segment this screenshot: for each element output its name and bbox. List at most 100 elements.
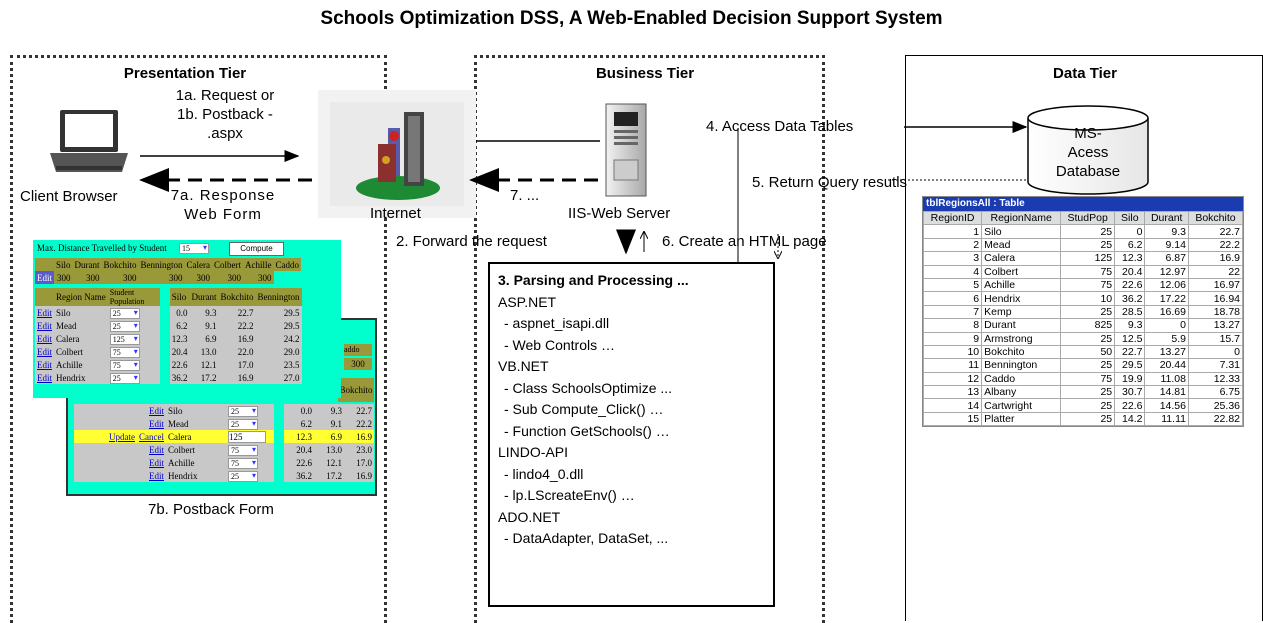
distance-value: 22.6 <box>171 359 188 370</box>
population-select[interactable]: 25 <box>109 372 140 384</box>
distance-value: 0.0 <box>300 405 312 416</box>
summary-value: 300 <box>57 272 71 283</box>
distance-value: 16.9 <box>356 431 372 442</box>
population-select[interactable]: 125 <box>109 333 140 345</box>
column-header: RegionName <box>981 210 1062 226</box>
header-school: Bennington <box>257 292 300 302</box>
population-select[interactable]: 25 <box>109 307 140 319</box>
row-gap <box>274 443 284 456</box>
distance-value: 23.0 <box>356 444 372 455</box>
population-select[interactable]: 25 <box>228 470 258 482</box>
population-value: 25 <box>112 321 121 331</box>
region-name: Colbert <box>56 346 83 357</box>
max-distance-select[interactable]: 15 <box>179 243 209 254</box>
summary-header: Durant <box>74 259 100 270</box>
cancel-link[interactable]: Cancel <box>139 431 164 442</box>
population-select[interactable]: 25 <box>109 320 140 332</box>
table-cell: 12.33 <box>1187 371 1244 387</box>
max-distance-value: 15 <box>182 244 190 253</box>
region-name: Silo <box>168 405 183 416</box>
population-select[interactable]: 25 <box>228 418 258 430</box>
table-row: EditAchille7522.612.117.0 <box>74 456 374 469</box>
distance-value: 20.4 <box>296 444 312 455</box>
presentation-tier-box <box>10 55 387 623</box>
internet-icon <box>318 90 476 218</box>
client-computer-icon <box>50 110 128 172</box>
distance-value: 24.2 <box>283 333 300 344</box>
summary-header: Bokchito <box>103 259 137 270</box>
processing-heading: ADO.NET <box>498 508 561 525</box>
distance-value: 6.9 <box>205 333 217 344</box>
distance-value: 9.1 <box>330 418 342 429</box>
edit-link[interactable]: Edit <box>37 372 52 383</box>
distance-value: 13.0 <box>200 346 217 357</box>
table-cell: 25 <box>1060 385 1116 400</box>
edit-link[interactable]: Edit <box>149 457 164 468</box>
table-cell: 25 <box>1060 237 1116 253</box>
table-cell: Achille <box>981 277 1062 293</box>
population-cell: 75 <box>226 443 274 456</box>
edit-link[interactable]: Edit <box>37 320 52 331</box>
table-cell: 22.6 <box>1114 398 1146 413</box>
population-value: 75 <box>231 445 239 455</box>
summary-header: Colbert <box>214 259 241 270</box>
edit-link[interactable]: Edit <box>149 405 164 416</box>
population-input[interactable]: 125 <box>228 430 266 443</box>
edit-link[interactable]: Edit <box>37 359 52 370</box>
edit-link[interactable]: Edit <box>37 346 52 357</box>
table-cell: 14.2 <box>1114 411 1146 427</box>
table-cell: 11 <box>922 358 983 373</box>
edit-link[interactable]: Edit <box>37 333 52 344</box>
table-cell: 4 <box>922 264 983 279</box>
population-select[interactable]: 75 <box>228 444 258 456</box>
population-cell: 75 <box>108 358 160 371</box>
table-cell: Kemp <box>981 304 1062 320</box>
region-name: Achille <box>56 359 83 370</box>
update-link[interactable]: Update <box>109 431 135 442</box>
row-gap <box>274 469 284 482</box>
row-actions: Update Cancel <box>74 430 166 443</box>
table-cell: 75 <box>1060 277 1116 293</box>
distance-value: 16.9 <box>356 470 372 481</box>
compute-button[interactable]: Compute <box>229 242 284 256</box>
population-select[interactable]: 75 <box>228 457 258 469</box>
population-cell: 25 <box>226 404 274 417</box>
max-distance-row: Max. Distance Travelled by Student 15 Co… <box>37 242 284 256</box>
create-html-label: 6. Create an HTML page <box>662 233 827 250</box>
table-cell: 14.56 <box>1144 398 1189 413</box>
table-cell: 16.9 <box>1187 251 1244 266</box>
region-name: Mead <box>168 418 189 429</box>
summary-value: 300 <box>86 272 100 283</box>
table-row: EditCalera12512.36.916.924.2 <box>35 332 302 345</box>
population-cell: 75 <box>108 345 160 358</box>
population-select[interactable]: 75 <box>109 359 140 371</box>
table-row: EditColbert7520.413.022.029.0 <box>35 345 302 358</box>
region-name: Hendrix <box>56 372 86 383</box>
column-header: StudPop <box>1060 210 1116 226</box>
table-cell: Hendrix <box>981 291 1062 306</box>
summary-value: 300 <box>258 272 272 283</box>
row-actions: Edit <box>74 443 166 456</box>
table-cell: 36.2 <box>1114 291 1146 306</box>
edit-link[interactable]: Edit <box>149 418 164 429</box>
table-cell: 50 <box>1060 344 1116 360</box>
edit-link[interactable]: Edit <box>149 444 164 455</box>
population-value: 75 <box>112 360 121 370</box>
population-select[interactable]: 75 <box>109 346 140 358</box>
table-row: EditMead256.29.122.229.5 <box>35 319 302 332</box>
edit-link[interactable]: Edit <box>37 307 52 318</box>
distance-value: 13.0 <box>326 444 342 455</box>
processing-item: - Class SchoolsOptimize ... <box>504 379 673 396</box>
postback-bokchito-header: Bokchito <box>338 378 374 402</box>
population-select[interactable]: 25 <box>228 405 258 417</box>
table-cell: 22.2 <box>1187 237 1244 253</box>
web-server-icon <box>605 103 647 197</box>
summary-edit-link[interactable]: Edit <box>35 271 54 284</box>
edit-link[interactable]: Edit <box>149 470 164 481</box>
